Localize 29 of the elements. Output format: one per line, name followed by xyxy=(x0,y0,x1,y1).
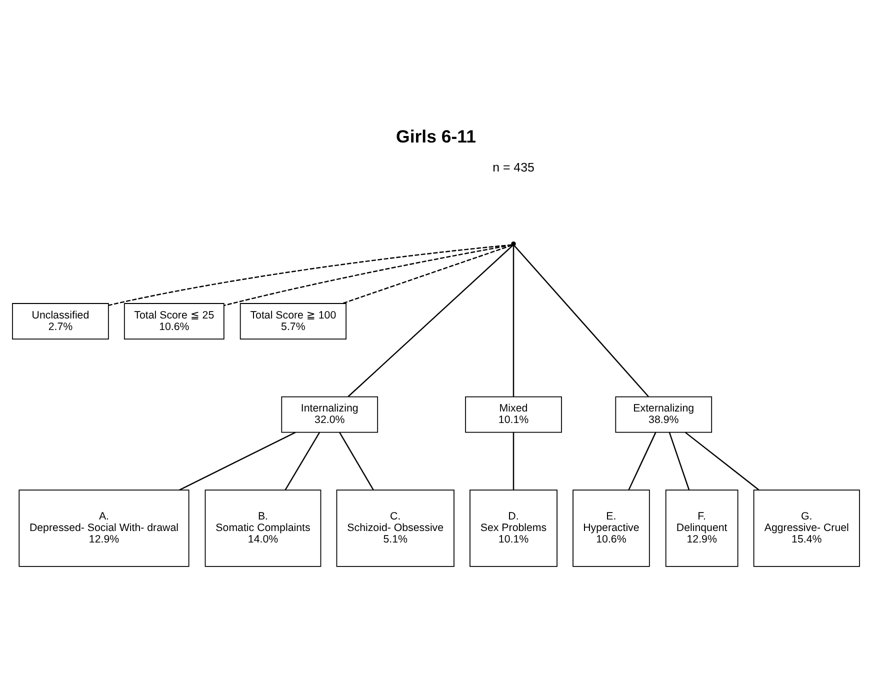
connector xyxy=(284,432,320,490)
connector xyxy=(342,244,512,304)
node-box: F. Delinquent 12.9% xyxy=(665,489,738,566)
connector xyxy=(224,244,512,306)
connector xyxy=(668,432,690,490)
connector xyxy=(514,244,649,396)
node-box: Internalizing 32.0% xyxy=(281,396,378,432)
connector xyxy=(512,245,514,396)
node-box: Mixed 10.1% xyxy=(465,396,562,432)
connector xyxy=(628,432,656,490)
node-box: B. Somatic Complaints 14.0% xyxy=(204,489,322,566)
connector xyxy=(339,432,374,490)
node-box: G. Aggressive- Cruel 15.4% xyxy=(753,489,860,566)
diagram-title: Girls 6-11 xyxy=(396,126,476,146)
node-box: E. Hyperactive 10.6% xyxy=(572,489,650,566)
connector xyxy=(684,431,760,490)
connector xyxy=(348,244,513,396)
node-box: Externalizing 38.9% xyxy=(615,396,712,432)
node-box: Unclassified 2.7% xyxy=(12,302,109,339)
connector xyxy=(512,432,514,490)
node-point xyxy=(511,240,516,246)
label: n = 435 xyxy=(492,160,534,174)
node-box: A. Depressed- Social With- drawal 12.9% xyxy=(18,489,190,566)
connector xyxy=(108,244,512,306)
connector xyxy=(179,431,296,490)
node-box: D. Sex Problems 10.1% xyxy=(470,489,558,566)
node-box: Total Score ≧ 100 5.7% xyxy=(240,302,346,339)
node-box: Total Score ≦ 25 10.6% xyxy=(124,302,224,339)
node-box: C. Schizoid- Obsessive 5.1% xyxy=(336,489,454,566)
